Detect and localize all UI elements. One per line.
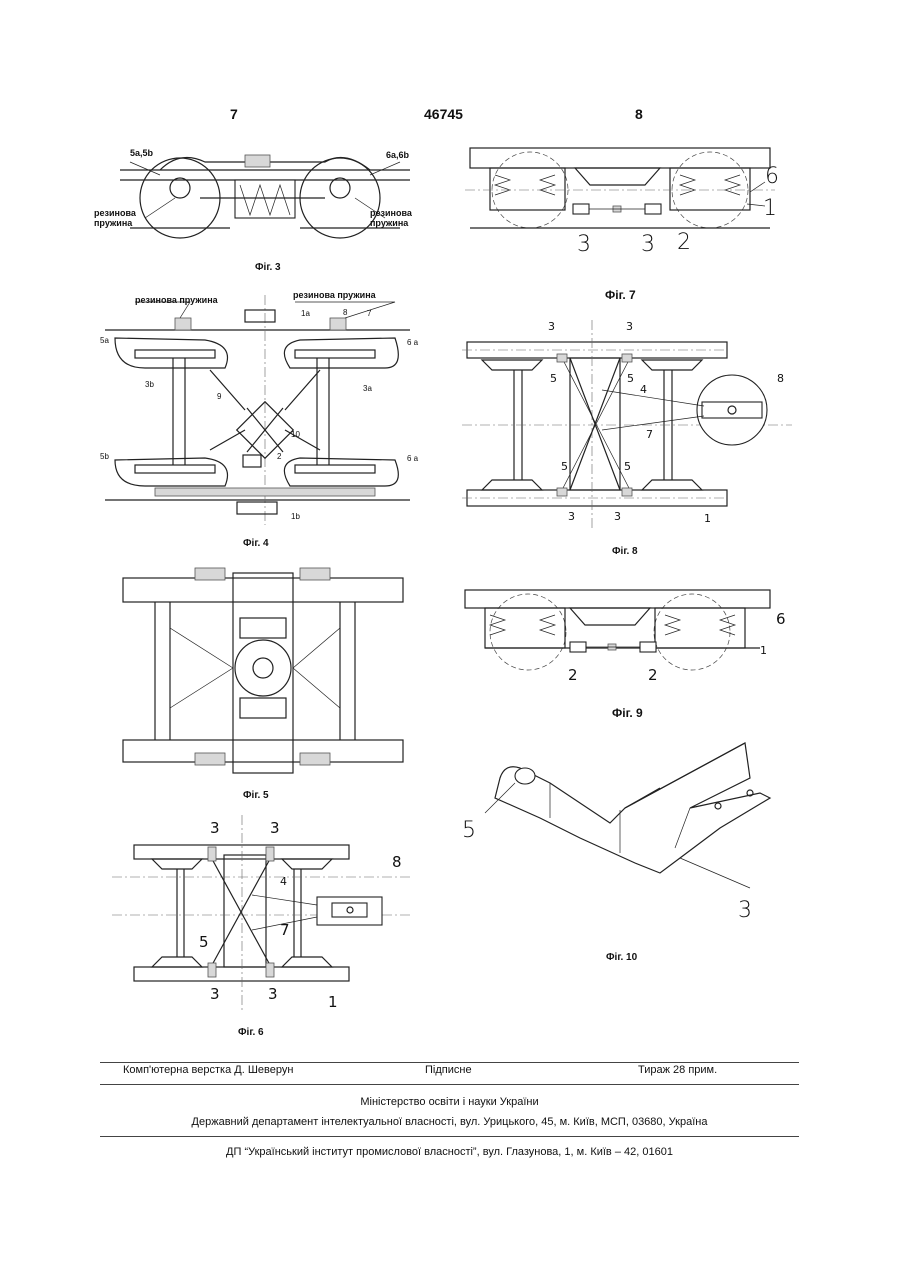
fig7-label-3a: 3 (577, 232, 591, 257)
fig4-label-spring-right: резинова пружина (293, 290, 376, 300)
fig3-label-spring-left-2: пружина (94, 218, 132, 228)
footer-typesetting: Комп'ютерна верстка Д. Шеверун (123, 1064, 293, 1076)
footer-rule-middle (100, 1084, 799, 1085)
fig4-label-5b: 5b (100, 452, 109, 461)
fig3-label-spring-left-1: резинова (94, 208, 136, 218)
fig8-label-3-tl: 3 (548, 320, 555, 333)
footer-rule-bottom (100, 1136, 799, 1137)
fig8-label-5-tr: 5 (627, 372, 634, 385)
fig9-label-2a: 2 (568, 666, 578, 684)
fig6-label-3-tr: 3 (270, 819, 280, 837)
figure-5: Фіг. 5 (115, 568, 415, 803)
fig9-label-6: 6 (776, 610, 786, 628)
fig8-label-1: 1 (704, 512, 711, 525)
figure-8-drawing (462, 320, 792, 530)
footer-rule-top (100, 1062, 799, 1063)
fig3-label-5a5b: 5a,5b (130, 148, 153, 158)
fig4-label-10: 10 (291, 430, 300, 439)
fig8-label-3-bl: 3 (568, 510, 575, 523)
fig4-label-3b: 3b (145, 380, 154, 389)
fig3-label-spring-right-2: пружина (370, 218, 408, 228)
fig3-label-spring-right-1: резинова (370, 208, 412, 218)
document-number: 46745 (424, 106, 463, 122)
fig7-caption: Фіг. 7 (605, 288, 636, 302)
fig7-label-3b: 3 (641, 232, 655, 257)
fig7-label-1: 1 (763, 196, 777, 221)
figure-7: 6 1 3 3 2 Фіг. 7 (465, 140, 785, 305)
figure-10: 5 3 Фіг. 10 (460, 738, 790, 968)
figure-6-drawing (112, 815, 422, 1010)
fig8-label-7: 7 (646, 428, 653, 441)
footer-circulation: Тираж 28 прим. (638, 1064, 717, 1076)
figure-5-drawing (115, 568, 415, 783)
fig7-label-6: 6 (765, 164, 779, 189)
fig3-label-6a6b: 6a,6b (386, 150, 409, 160)
fig8-label-3-br: 3 (614, 510, 621, 523)
page-number-left: 7 (230, 106, 238, 122)
footer-ministry: Міністерство освіти і науки України (100, 1096, 799, 1108)
fig6-label-4: 4 (280, 875, 287, 888)
fig4-label-8: 8 (343, 308, 347, 317)
fig10-label-3: 3 (738, 898, 752, 923)
fig4-label-1b: 1b (291, 512, 300, 521)
figure-3-drawing (110, 140, 420, 250)
fig3-caption: Фіг. 3 (255, 262, 281, 273)
fig4-label-spring-left: резинова пружина (135, 295, 218, 305)
fig8-label-3-tr: 3 (626, 320, 633, 333)
figure-7-drawing (465, 140, 785, 270)
fig4-label-9: 9 (217, 392, 221, 401)
figure-6: 3 3 8 4 7 5 3 3 1 Фіг. 6 (112, 815, 422, 1045)
fig5-caption: Фіг. 5 (243, 790, 269, 801)
figure-4-drawing (95, 290, 425, 530)
fig9-label-1: 1 (760, 644, 767, 657)
footer-signed: Підписне (425, 1064, 472, 1076)
fig9-label-2b: 2 (648, 666, 658, 684)
fig8-label-5-bl: 5 (561, 460, 568, 473)
fig6-label-8: 8 (392, 853, 402, 871)
fig8-label-8: 8 (777, 372, 784, 385)
page-number-right: 8 (635, 106, 643, 122)
fig4-label-2: 2 (277, 452, 281, 461)
footer-institute: ДП “Український інститут промислової вла… (100, 1146, 799, 1158)
fig6-label-7: 7 (280, 921, 290, 939)
fig4-caption: Фіг. 4 (243, 538, 269, 549)
fig7-label-2: 2 (677, 230, 691, 255)
fig4-label-7: 7 (367, 309, 371, 318)
fig10-caption: Фіг. 10 (606, 952, 637, 963)
fig8-caption: Фіг. 8 (612, 546, 638, 557)
fig10-label-5: 5 (462, 818, 476, 843)
figure-9-drawing (460, 580, 790, 680)
fig4-label-5a: 5a (100, 336, 109, 345)
figure-3: 5a,5b 6a,6b резинова пружина резинова пр… (110, 140, 420, 280)
fig4-label-6a-bottom: 6 a (407, 454, 418, 463)
fig6-label-3-tl: 3 (210, 819, 220, 837)
fig6-label-3-bl: 3 (210, 985, 220, 1003)
fig9-caption: Фіг. 9 (612, 706, 643, 720)
fig6-label-5: 5 (199, 933, 209, 951)
fig8-label-5-tl: 5 (550, 372, 557, 385)
fig4-label-3a: 3a (363, 384, 372, 393)
figure-8: 3 3 5 5 4 8 7 5 5 3 3 1 Фіг. 8 (462, 320, 792, 560)
fig8-label-4: 4 (640, 383, 647, 396)
figure-9: 6 1 2 2 Фіг. 9 (460, 580, 790, 720)
fig6-label-3-br: 3 (268, 985, 278, 1003)
fig6-caption: Фіг. 6 (238, 1027, 264, 1038)
footer-department: Державний департамент інтелектуальної вл… (100, 1116, 799, 1128)
fig6-label-1: 1 (328, 993, 338, 1011)
fig8-label-5-br: 5 (624, 460, 631, 473)
fig4-label-6a-top: 6 a (407, 338, 418, 347)
figure-4: резинова пружина резинова пружина 1a 7 8… (95, 290, 425, 560)
fig4-label-1a: 1a (301, 309, 310, 318)
